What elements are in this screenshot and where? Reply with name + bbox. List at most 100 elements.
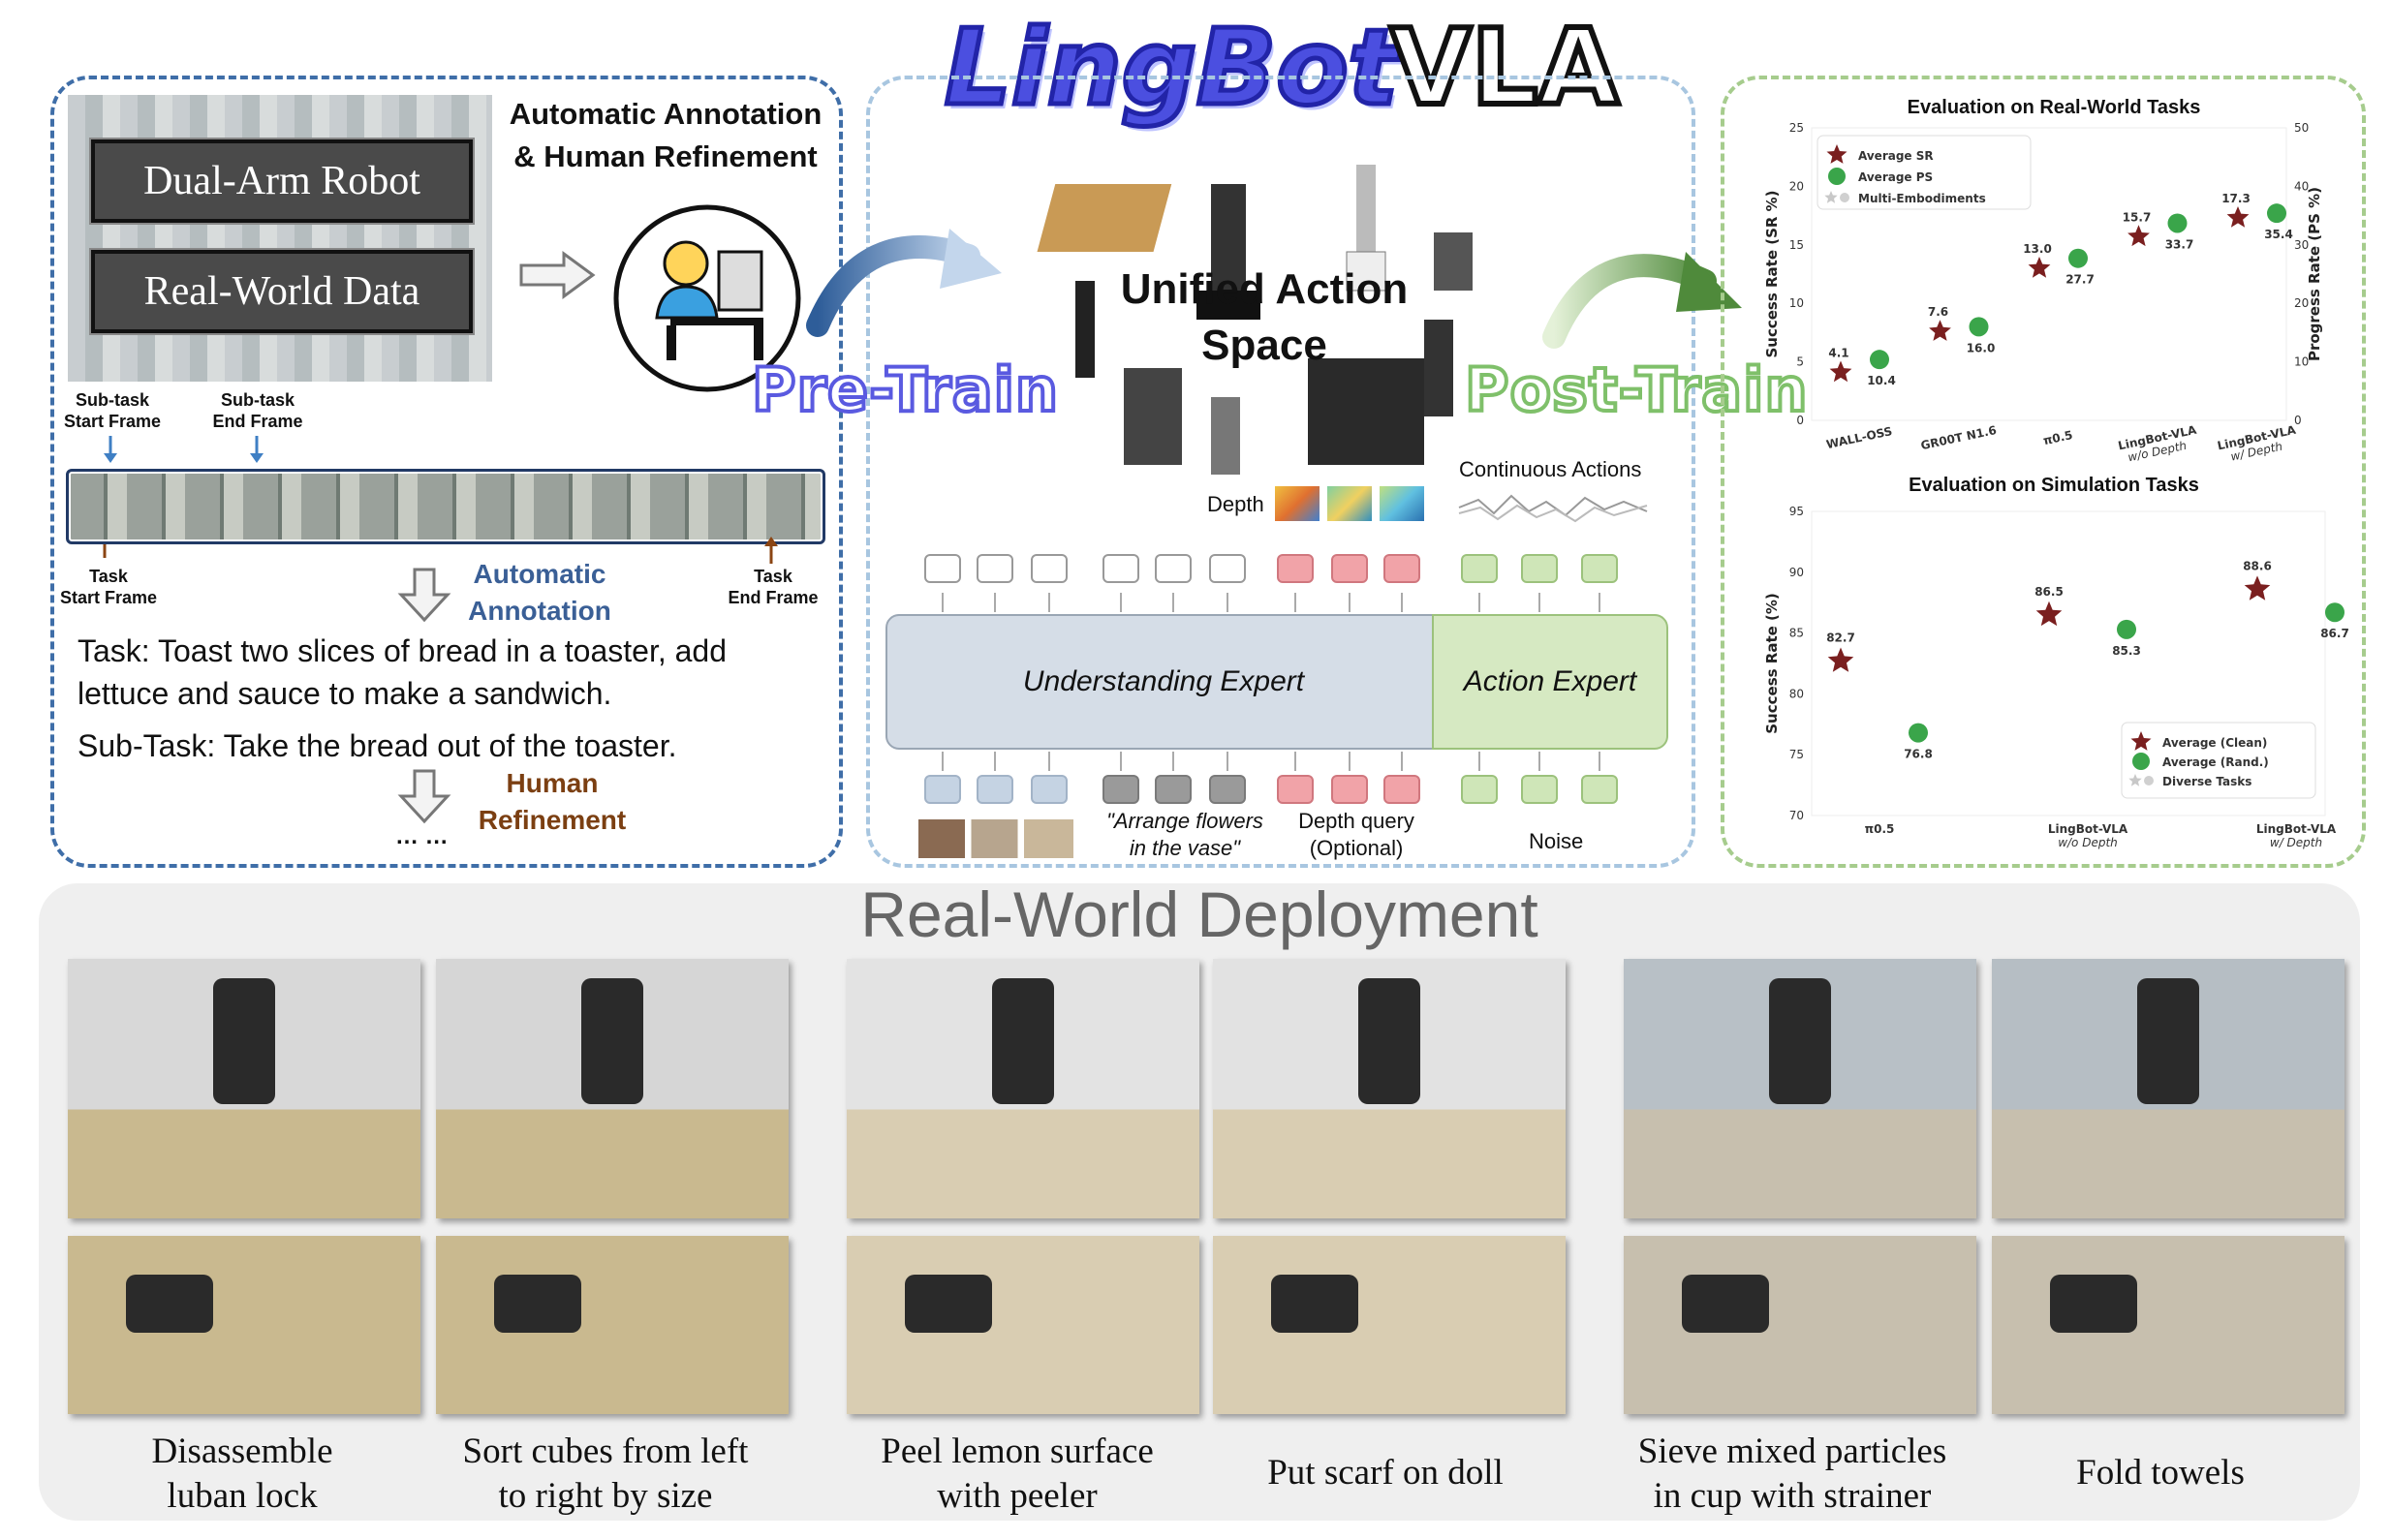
logo-suffix: VLA [1387, 5, 1622, 132]
robot-silhouette [1769, 978, 1831, 1104]
y-tick-label: 25 [1789, 121, 1804, 135]
y-tick-label: 90 [1789, 566, 1804, 579]
robot-silhouette [494, 1275, 581, 1333]
x-tick-label: GR00T N1.6 [1919, 423, 1998, 452]
data-label: 33.7 [2165, 237, 2194, 251]
robot-silhouette [1271, 1275, 1358, 1333]
x-tick-label: WALL-OSS [1825, 424, 1894, 451]
badge-real-world: Real-World Data [91, 250, 473, 333]
y-tick-label: 75 [1789, 748, 1804, 761]
in-token-noise [1461, 775, 1498, 804]
out-token [1102, 554, 1139, 583]
depth-map-1 [1275, 486, 1320, 521]
y2-tick-label: 40 [2294, 179, 2309, 193]
x-tick-label: w/ Depth [2270, 836, 2322, 849]
sr-star-marker [2226, 206, 2250, 228]
data-panel [50, 76, 843, 868]
sr-star-marker [1929, 320, 1951, 341]
sim-chart-title: Evaluation on Simulation Tasks [1909, 475, 2199, 496]
posttrain-curve-arrow [1542, 252, 1742, 349]
robot-silhouette [2137, 978, 2199, 1104]
in-token-noise [1581, 775, 1618, 804]
ellipsis: … … [395, 823, 449, 849]
plot-area [1811, 127, 2287, 421]
y2-axis-label: Progress Rate (PS %) [2306, 187, 2323, 361]
legend-circle-icon [2132, 753, 2150, 770]
task-description: Task: Toast two slices of bread in a toa… [78, 633, 727, 763]
understanding-expert-box: Understanding Expert [885, 614, 1442, 750]
legend-label: Average PS [1858, 170, 1933, 184]
out-token [1031, 554, 1068, 583]
data-label: 4.1 [1828, 346, 1848, 359]
frame-strip [66, 469, 825, 544]
legend-box [2121, 722, 2316, 799]
data-label: 15.7 [2123, 210, 2152, 224]
deployment-photo [847, 1236, 1199, 1414]
data-label: 27.7 [2065, 273, 2095, 287]
depth-label: Depth [1207, 492, 1264, 516]
legend-star-icon [2130, 731, 2152, 751]
data-label: 35.4 [2264, 228, 2293, 241]
y2-tick-label: 0 [2294, 414, 2302, 427]
logo: LingBot VLA [942, 5, 1642, 134]
legend-label: Multi-Embodiments [1858, 192, 1986, 205]
y2-tick-label: 50 [2294, 121, 2309, 135]
sr-star-marker [2028, 257, 2051, 278]
badge-dual-arm: Dual-Arm Robot [91, 139, 473, 223]
out-token [924, 554, 961, 583]
legend-faint-star-icon [1824, 191, 1838, 203]
deployment-photo [1213, 959, 1566, 1218]
sr-star-marker [2127, 225, 2150, 247]
legend-label: Average SR [1858, 149, 1934, 163]
robot-silhouette [1358, 978, 1420, 1104]
ps-circle-marker [2267, 203, 2286, 224]
legend-label: Diverse Tasks [2162, 775, 2251, 788]
x-tick-label: w/o Depth [2058, 836, 2118, 849]
y-tick-label: 95 [1789, 505, 1804, 518]
ps-circle-marker [2068, 248, 2088, 268]
depth-query-label: Depth query (Optional) [1298, 809, 1414, 860]
instruction-text: "Arrange flowers in the vase" [1106, 809, 1263, 860]
legend-faint-circle-icon [1840, 193, 1849, 202]
data-label: 88.6 [2243, 559, 2272, 572]
deployment-photo [1992, 959, 2344, 1218]
real-world-chart-title: Evaluation on Real-World Tasks [1907, 97, 2201, 118]
data-label: 10.4 [1867, 374, 1896, 387]
down-arrow-2-icon [397, 769, 451, 828]
in-token-vision [924, 775, 961, 804]
ps-circle-marker [1870, 350, 1889, 370]
model-panel [866, 76, 1695, 868]
robot-silhouette [581, 978, 643, 1104]
data-label: 82.7 [1826, 631, 1855, 644]
out-token [977, 554, 1013, 583]
data-label: 86.5 [2034, 585, 2064, 599]
y-tick-label: 80 [1789, 687, 1804, 700]
annotation-title: Automatic Annotation & Human Refinement [509, 97, 823, 173]
robot-silhouette [992, 978, 1054, 1104]
ps-circle-marker [1969, 317, 1989, 337]
noise-label: Noise [1529, 829, 1584, 853]
data-label: 13.0 [2023, 242, 2052, 256]
task-caption: Fold towels [2076, 1453, 2245, 1493]
out-token-action [1521, 554, 1558, 583]
token-arrows [942, 593, 1600, 771]
y2-tick-label: 20 [2294, 296, 2309, 310]
in-token-text [1155, 775, 1192, 804]
y2-tick-label: 30 [2294, 238, 2309, 252]
y-tick-label: 20 [1789, 179, 1804, 193]
deployment-photo [1992, 1236, 2344, 1414]
in-token-text [1209, 775, 1246, 804]
task-caption: Put scarf on doll [1267, 1453, 1504, 1493]
y-tick-label: 5 [1796, 355, 1804, 369]
x-tick-label: LingBot-VLA [2048, 822, 2128, 836]
in-token-text [1102, 775, 1139, 804]
down-arrow-icon [397, 568, 451, 627]
deployment-photo [1213, 1236, 1566, 1414]
data-label: 7.6 [1928, 305, 1948, 319]
annotation-arrow-icon [519, 250, 597, 305]
legend-faint-star-icon [2128, 774, 2142, 786]
